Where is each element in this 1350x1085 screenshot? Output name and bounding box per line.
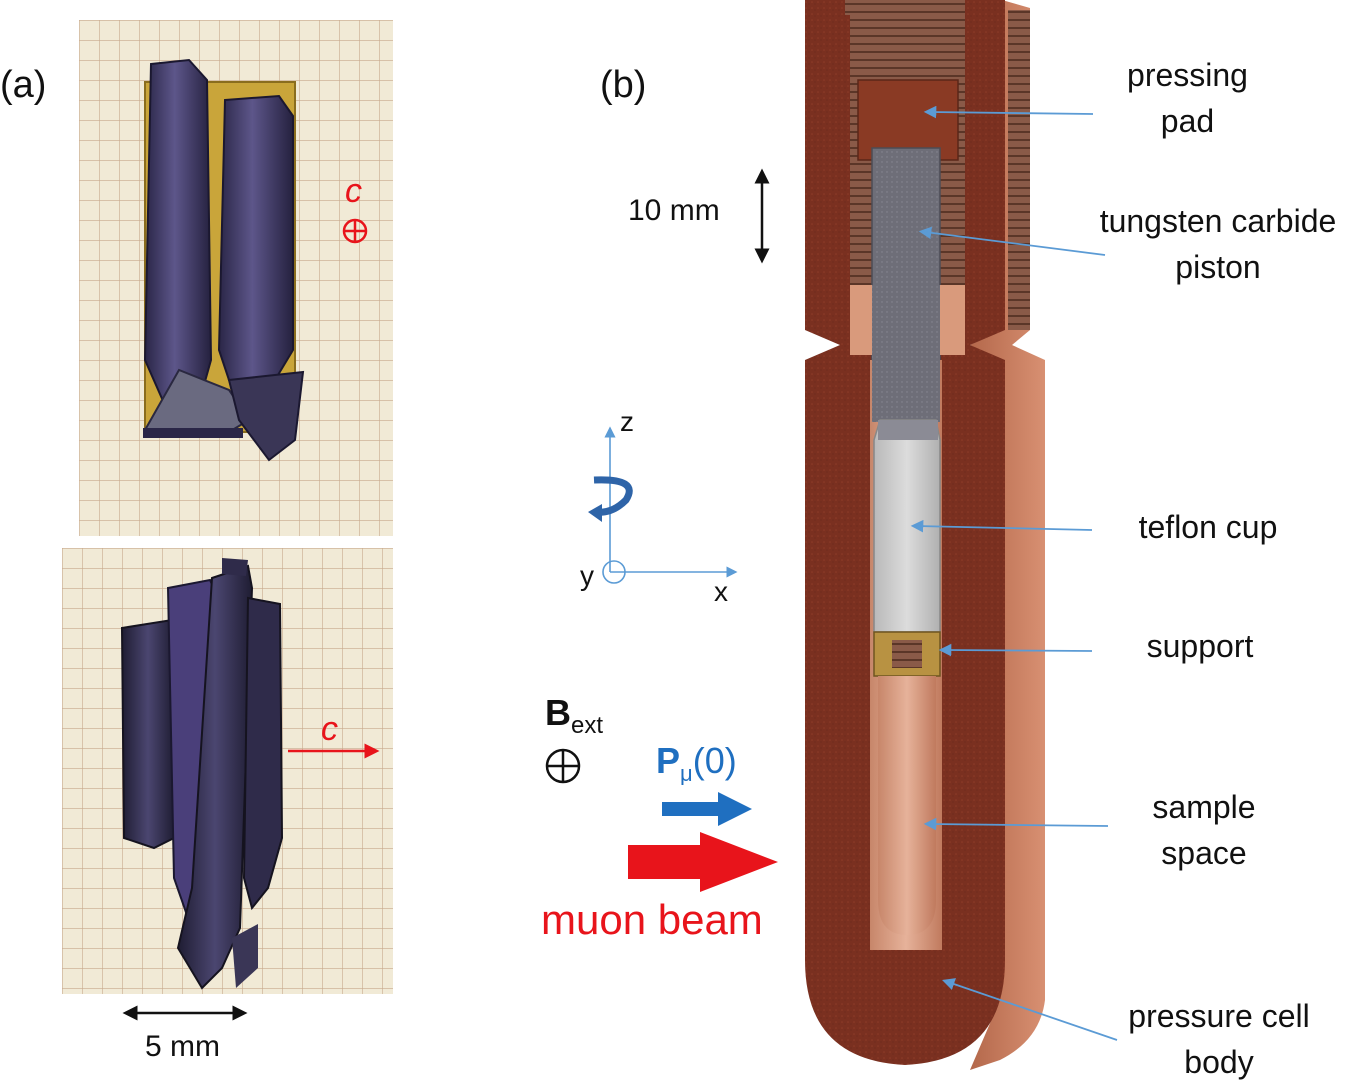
- callout-cell-body: pressure cell body: [1116, 993, 1322, 1085]
- callout-pressing-pad-line2: pad: [1160, 103, 1215, 139]
- callout-piston: tungsten carbide piston: [1086, 198, 1350, 290]
- callout-sample-space-line1: sample: [1152, 789, 1256, 825]
- callout-pressing-pad: pressing pad: [1100, 52, 1275, 144]
- c-axis-label-bottom: c: [321, 710, 338, 748]
- muon-beam-label: muon beam: [541, 896, 763, 943]
- polarization-symbol: P: [656, 740, 681, 781]
- callout-cell-body-line1: pressure cell: [1128, 998, 1310, 1034]
- scale-bar-10mm-label: 10 mm: [628, 194, 720, 227]
- field-label: Bext: [545, 692, 603, 740]
- muon-beam-arrow: [628, 832, 778, 892]
- callout-cell-body-line2: body: [1184, 1044, 1254, 1080]
- c-axis-label-top: c: [345, 172, 362, 210]
- callout-piston-line1: tungsten carbide: [1099, 203, 1337, 239]
- sample-photo-bottom: [62, 548, 393, 994]
- field-symbol: B: [545, 692, 571, 733]
- field-into-page-icon: [545, 748, 581, 784]
- callout-piston-line2: piston: [1175, 249, 1261, 285]
- panel-b-label: (b): [600, 64, 647, 106]
- callout-sample-space-line2: space: [1161, 835, 1247, 871]
- polarization-label: Pμ(0): [656, 740, 737, 787]
- field-subscript: ext: [571, 712, 604, 740]
- panel-a-label: (a): [0, 64, 47, 106]
- callout-support-line1: support: [1146, 628, 1254, 664]
- callout-teflon-cup-line1: teflon cup: [1138, 509, 1278, 545]
- callout-pressing-pad-line1: pressing: [1127, 57, 1248, 93]
- scale-bar-5mm-label: 5 mm: [145, 1030, 220, 1063]
- coordinate-axes: [602, 426, 738, 584]
- callout-sample-space: sample space: [1140, 784, 1268, 876]
- polarization-arrow: [662, 792, 752, 826]
- polarization-subscript: μ: [680, 761, 693, 787]
- axis-label-x: x: [714, 576, 728, 607]
- callout-teflon-cup: teflon cup: [1122, 504, 1294, 550]
- sample-photo-top: [79, 20, 393, 536]
- polarization-suffix: (0): [692, 740, 737, 781]
- pressure-cell-drawing: [805, 0, 1045, 1070]
- axis-label-z: z: [620, 406, 634, 437]
- axis-label-y: y: [580, 560, 594, 591]
- rotation-arrow-icon: [588, 476, 633, 522]
- callout-support: support: [1130, 623, 1270, 669]
- callout-lines: [910, 105, 1118, 1041]
